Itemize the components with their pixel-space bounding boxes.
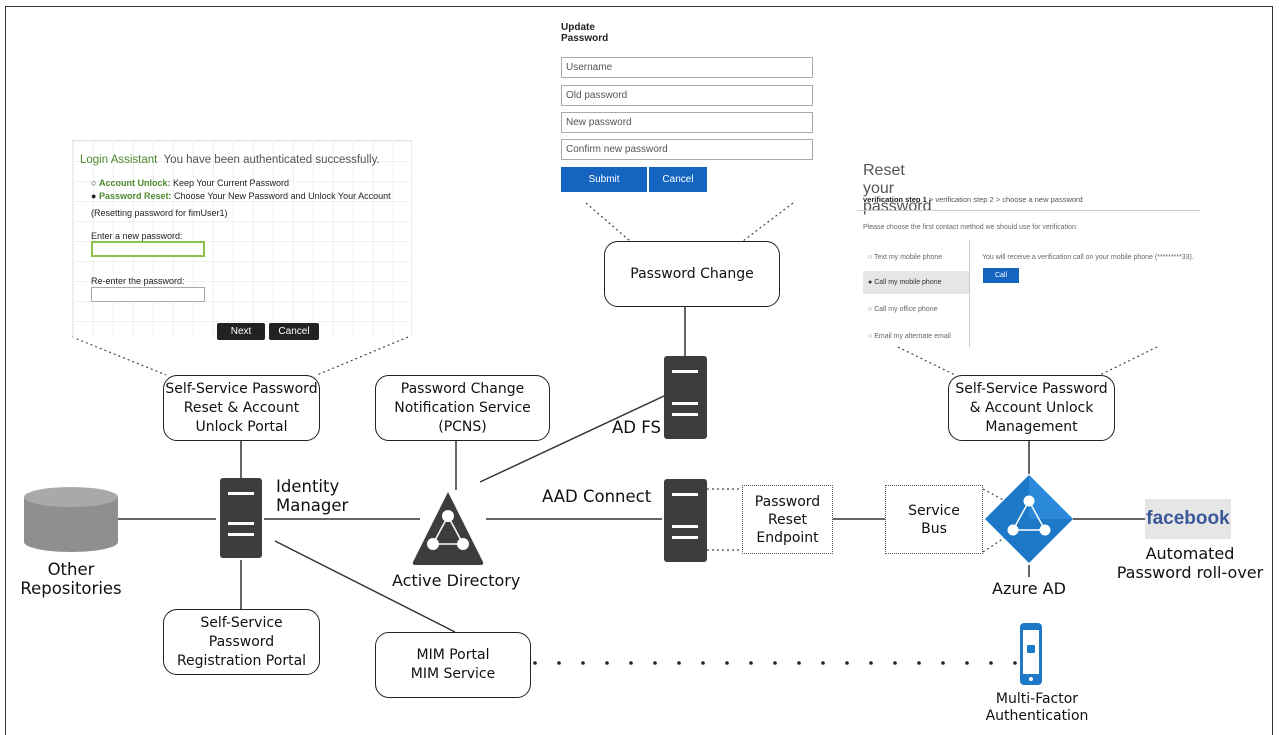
aad-connect-label: AAD Connect xyxy=(542,487,652,506)
login-assistant-subtitle: You have been authenticated successfully… xyxy=(163,154,380,166)
password-change-box: Password Change xyxy=(604,241,780,307)
enter-password-label: Enter a new password: xyxy=(91,231,183,241)
reset-password-title: Reset your password xyxy=(863,162,932,215)
update-password-title: Update Password xyxy=(561,22,609,44)
verification-message: You will receive a verification call on … xyxy=(982,254,1194,261)
identity-manager-server-icon xyxy=(220,478,262,558)
submit-button[interactable]: Submit xyxy=(561,167,647,192)
service-bus-box: Service Bus xyxy=(885,485,983,554)
contact-instruction: Please choose the first contact method w… xyxy=(863,224,1078,231)
automated-rollover-label: Automated Password roll-over xyxy=(1116,544,1264,582)
resetting-note: (Resetting password for fimUser1) xyxy=(91,208,228,218)
identity-manager-label: Identity Manager xyxy=(276,477,349,515)
steps-divider xyxy=(857,210,1200,211)
password-reset-radio[interactable]: ● xyxy=(91,191,97,201)
login-assistant-title: Login Assistant xyxy=(80,154,158,166)
adfs-server-icon xyxy=(664,356,707,439)
new-password-field[interactable]: New password xyxy=(561,112,813,133)
enter-password-input[interactable] xyxy=(91,241,205,257)
sspr-management-box: Self-Service Password & Account Unlock M… xyxy=(948,375,1115,441)
option-text-mobile[interactable]: ○ Text my mobile phone xyxy=(868,254,943,261)
next-button[interactable]: Next xyxy=(217,323,265,340)
aad-connect-server-icon xyxy=(664,479,707,562)
verification-steps-rest: > verification step 2 > choose a new pas… xyxy=(926,195,1083,204)
database-icon xyxy=(24,487,118,552)
sspr-registration-box: Self-Service Password Registration Porta… xyxy=(163,609,320,675)
option-call-office[interactable]: ○ Call my office phone xyxy=(868,306,938,313)
facebook-logo-text: facebook xyxy=(1146,508,1230,529)
account-unlock-label: Account Unlock: xyxy=(98,178,171,188)
option-selected-highlight xyxy=(863,271,969,294)
reenter-password-input[interactable] xyxy=(91,287,205,302)
azure-ad-label: Azure AD xyxy=(992,579,1066,598)
call-button[interactable]: Call xyxy=(983,268,1019,283)
account-unlock-text: Keep Your Current Password xyxy=(172,178,290,188)
active-directory-icon xyxy=(412,492,484,565)
password-reset-label: Password Reset: xyxy=(98,191,172,201)
adfs-label: AD FS xyxy=(612,418,661,437)
facebook-logo: facebook xyxy=(1145,499,1231,539)
username-field[interactable]: Username xyxy=(561,57,813,78)
old-password-field[interactable]: Old password xyxy=(561,85,813,106)
update-cancel-button[interactable]: Cancel xyxy=(649,167,707,192)
sspr-portal-box: Self-Service Password Reset & Account Un… xyxy=(163,375,320,441)
pcns-box: Password Change Notification Service (PC… xyxy=(375,375,550,441)
password-reset-endpoint-box: Password Reset Endpoint xyxy=(742,485,833,554)
option-call-mobile[interactable]: ● Call my mobile phone xyxy=(868,279,942,286)
diagram-frame xyxy=(5,6,1273,735)
mfa-label: Multi-Factor Authentication xyxy=(985,691,1089,724)
account-unlock-radio[interactable]: ○ xyxy=(91,178,97,188)
login-assistant-background xyxy=(72,140,412,338)
login-cancel-button[interactable]: Cancel xyxy=(269,323,319,340)
reenter-password-label: Re-enter the password: xyxy=(91,276,185,286)
active-directory-label: Active Directory xyxy=(392,571,521,590)
mim-box: MIM Portal MIM Service xyxy=(375,632,531,698)
option-email[interactable]: ○ Email my alternate email xyxy=(868,333,951,340)
password-reset-text: Choose Your New Password and Unlock Your… xyxy=(174,191,391,201)
confirm-password-field[interactable]: Confirm new password xyxy=(561,139,813,160)
mobile-phone-icon xyxy=(1020,623,1042,685)
azure-ad-icon xyxy=(985,475,1073,563)
options-divider xyxy=(969,240,970,347)
verification-step-current: verification step 1 xyxy=(863,195,927,204)
other-repositories-label: Other Repositories xyxy=(20,560,122,598)
